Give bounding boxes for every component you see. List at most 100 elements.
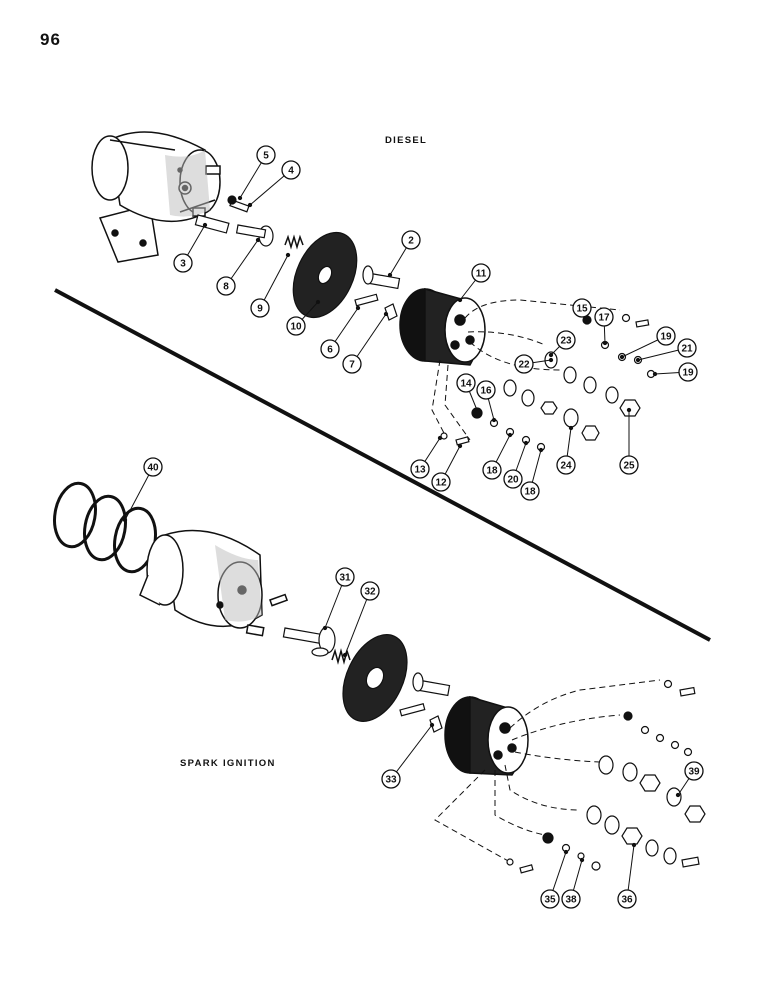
callout-bubble-8 [216, 276, 236, 296]
callout-pointer-32 [342, 652, 348, 658]
callout-label-35: 35 [544, 895, 556, 906]
callout-leader-7 [351, 313, 387, 365]
callout-pointer-13 [437, 435, 443, 441]
callout-label-23: 23 [560, 336, 572, 347]
callout-bubble-38 [561, 889, 581, 909]
callout-bubble-20 [503, 469, 523, 489]
callout-13: 13 [410, 435, 443, 479]
callout-bubble-24 [556, 455, 576, 475]
callout-bubble-6 [320, 339, 340, 359]
callout-label-38: 38 [565, 895, 577, 906]
part-32-spring [331, 648, 351, 665]
callout-7: 7 [342, 311, 389, 374]
callout-23: 23 [548, 330, 576, 358]
callout-31: 31 [322, 567, 355, 631]
callout-pointer-19a [619, 354, 625, 360]
callout-5: 5 [237, 145, 276, 201]
spark-body-shading [215, 545, 262, 622]
callout-bubble-25 [619, 455, 639, 475]
callout-label-7: 7 [349, 360, 355, 371]
callout-32: 32 [342, 581, 380, 658]
callout-leader-40 [124, 466, 154, 521]
diesel-small-hardware [440, 313, 656, 452]
callout-bubble-36 [617, 889, 637, 909]
callout-12: 12 [431, 443, 463, 492]
callout-leader-33 [390, 724, 433, 780]
callout-bubble-39 [684, 761, 704, 781]
callout-pointer-6 [355, 305, 361, 311]
callout-label-20: 20 [507, 475, 519, 486]
callout-label-25: 25 [623, 461, 635, 472]
callout-bubble-23 [556, 330, 576, 350]
callout-pointer-35 [563, 849, 569, 855]
callout-pointer-38 [579, 857, 585, 863]
callout-pointer-23 [548, 352, 554, 358]
section-divider-line [54, 288, 711, 642]
callout-17: 17 [594, 307, 614, 346]
callout-label-4: 4 [288, 166, 294, 177]
callout-bubble-7 [342, 354, 362, 374]
callout-label-21: 21 [681, 344, 693, 355]
callout-25: 25 [619, 407, 639, 475]
callout-bubble-18b [520, 481, 540, 501]
callout-9: 9 [250, 252, 291, 318]
callout-pointer-15 [584, 315, 590, 321]
callout-pointer-18a [507, 432, 513, 438]
callout-bubble-17 [594, 307, 614, 327]
callout-pointer-31 [322, 625, 328, 631]
callout-label-17: 17 [598, 313, 610, 324]
part-6-screw [354, 293, 379, 307]
callout-4: 4 [247, 160, 301, 208]
callout-pointer-39 [675, 792, 681, 798]
callout-label-22: 22 [518, 360, 530, 371]
part-9-spring [284, 234, 304, 250]
callout-22: 22 [514, 354, 554, 374]
page-number: 96 [40, 30, 61, 49]
callout-bubble-40 [143, 457, 163, 477]
callout-33: 33 [381, 722, 435, 789]
callout-pointer-20 [523, 440, 529, 446]
callout-label-2: 2 [408, 236, 414, 247]
spark-bolts [399, 672, 451, 733]
spark-solenoid-body [139, 529, 289, 637]
diesel-body-shading [165, 150, 210, 217]
callout-leader-9 [259, 254, 289, 309]
callout-pointer-8 [255, 237, 261, 243]
callout-label-16: 16 [480, 386, 492, 397]
callout-bubble-18a [482, 460, 502, 480]
callout-label-19a: 19 [660, 332, 672, 343]
callout-11: 11 [457, 263, 491, 303]
callout-pointer-18b [538, 447, 544, 453]
callout-label-18b: 18 [524, 487, 536, 498]
callout-35: 35 [540, 849, 569, 909]
callout-label-5: 5 [263, 151, 269, 162]
callout-bubble-15 [572, 298, 592, 318]
callout-label-32: 32 [364, 587, 376, 598]
part-3-stud [194, 214, 230, 234]
callout-pointer-12 [457, 443, 463, 449]
callout-20: 20 [503, 440, 529, 489]
callout-24: 24 [556, 425, 576, 475]
part-4-screw [227, 195, 250, 213]
callout-bubble-21 [677, 338, 697, 358]
spark-ignition-section-label: SPARK IGNITION [180, 758, 276, 769]
callout-label-12: 12 [435, 478, 447, 489]
spark-small-hardware [506, 679, 706, 874]
callout-18b: 18 [520, 447, 544, 501]
callout-39: 39 [675, 761, 704, 798]
callout-pointer-11 [457, 297, 463, 303]
spark-dashed-leaders [434, 679, 661, 863]
callout-8: 8 [216, 237, 261, 296]
callout-bubble-10 [286, 316, 306, 336]
callout-6: 6 [320, 305, 361, 359]
callout-bubble-11 [471, 263, 491, 283]
callout-pointer-10 [315, 299, 321, 305]
callout-label-36: 36 [621, 895, 633, 906]
callout-19a: 19 [619, 326, 676, 360]
callout-pointer-24 [568, 425, 574, 431]
callout-pointer-3 [202, 222, 208, 228]
callout-bubble-12 [431, 472, 451, 492]
callout-bubble-32 [360, 581, 380, 601]
callout-2: 2 [387, 230, 421, 278]
